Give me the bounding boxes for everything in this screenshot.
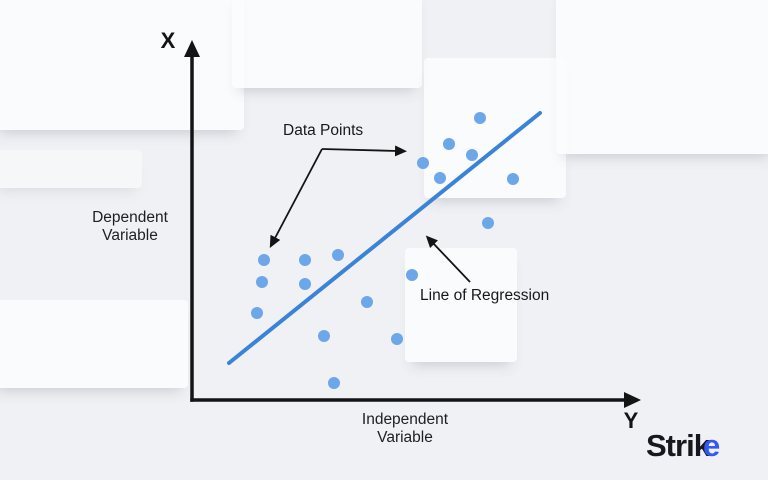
line-of-regression-label: Line of Regression [420,287,550,304]
background-patch [232,0,422,88]
background-patch [0,150,142,188]
strike-logo-k: k [693,428,711,463]
background-patch [405,248,517,362]
strike-logo-e: e [702,428,720,463]
horizontal-axis-letter: Y [623,408,639,433]
background-patch [0,300,188,388]
vertical-axis-letter: X [160,28,176,53]
background-patch [0,0,244,130]
independent-variable-label: Independent Variable [361,411,449,446]
dependent-variable-label: Dependent Variable [92,209,168,244]
data-points-label: Data Points [283,122,364,139]
strike-logo-text: Stri [646,428,695,463]
background-patch [556,0,768,154]
background-patch [424,58,566,198]
